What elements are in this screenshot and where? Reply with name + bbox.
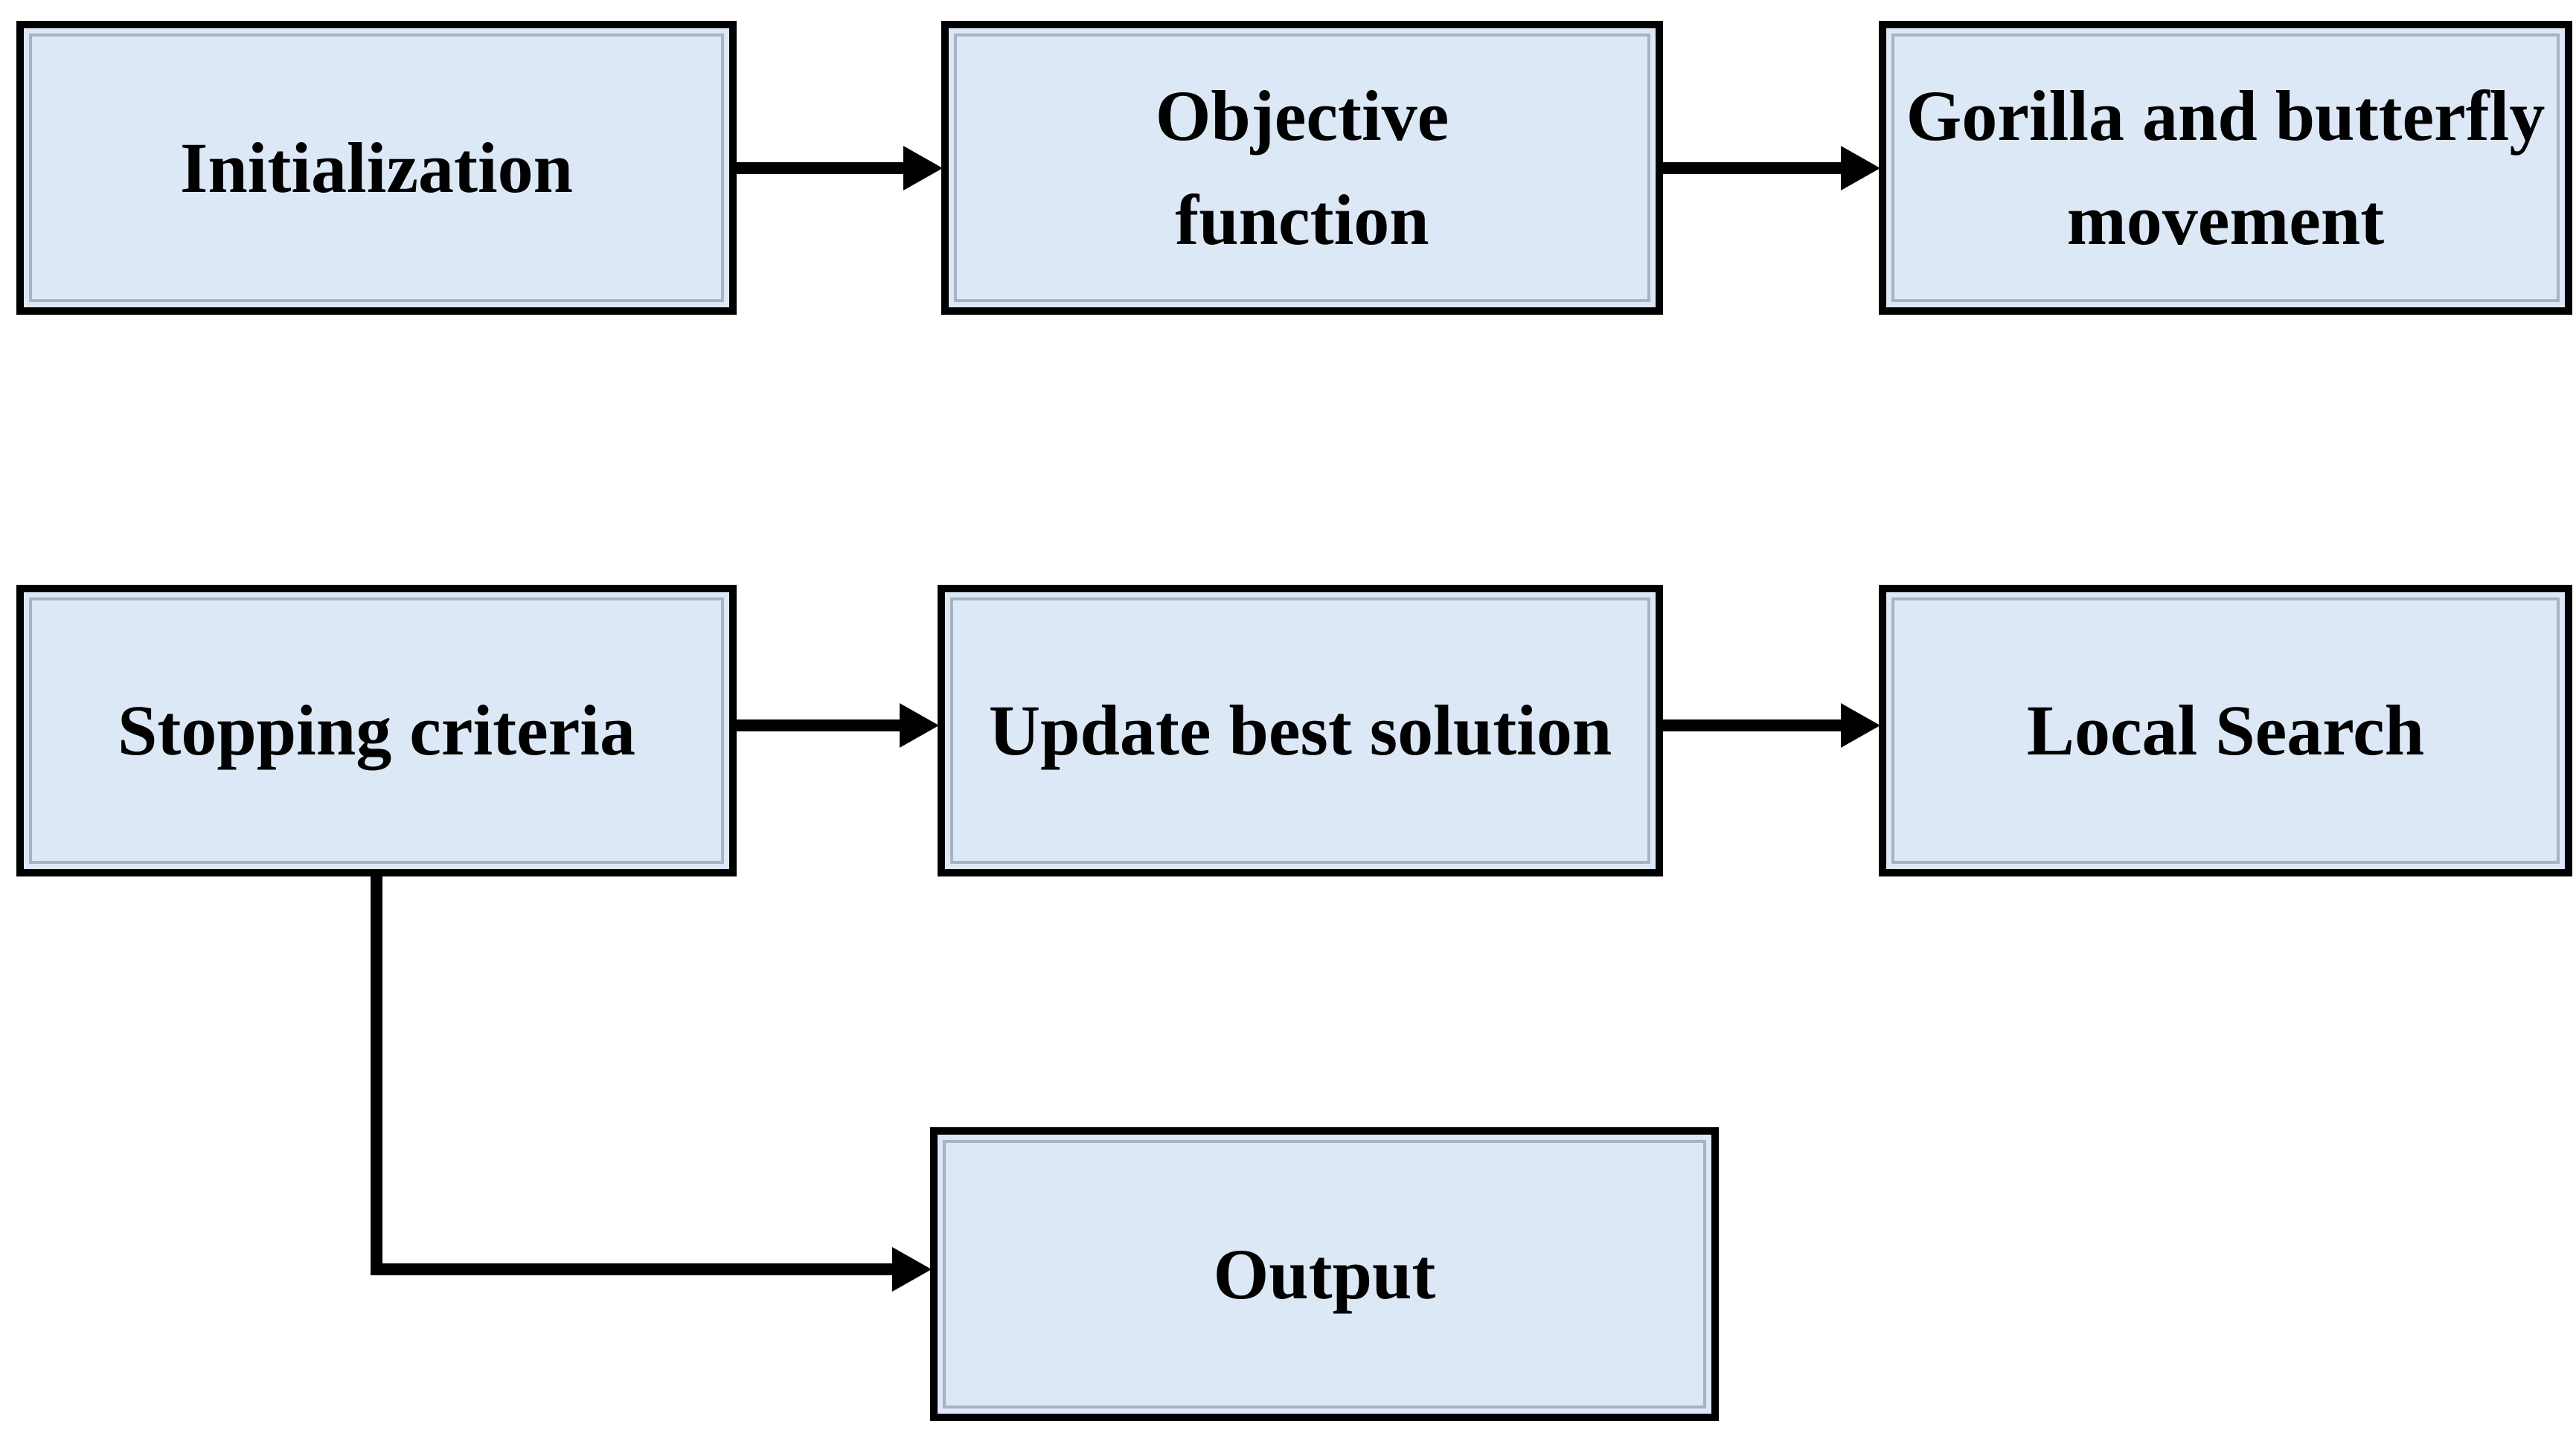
node-local-search: Local Search [1879,585,2572,876]
arrow-objective-function-to-gorilla-butterfly-movement [1663,146,1880,190]
node-objective-function: Objective function [941,21,1663,315]
node-update-best-solution: Update best solution [938,585,1663,876]
node-gorilla-butterfly-movement: Gorilla and butterfly movement [1879,21,2572,315]
node-initialization: Initialization [16,21,737,315]
node-label: Initialization [179,127,574,208]
node-label: Objective [1155,76,1449,156]
arrow-stopping-criteria-to-update-best-solution [737,703,939,748]
node-label: Stopping criteria [118,690,635,771]
node-label: Update best solution [988,690,1612,771]
node-label: Output [1213,1234,1436,1314]
node-output: Output [930,1127,1719,1421]
node-label: Gorilla and butterfly [1906,76,2545,156]
arrow-update-best-solution-to-local-search [1663,703,1880,748]
node-label: function [1175,179,1429,260]
arrow-stopping-criteria-to-output [371,876,932,1292]
arrow-initialization-to-objective-function [737,146,943,190]
node-label: movement [2066,179,2385,260]
node-stopping-criteria: Stopping criteria [16,585,737,876]
node-label: Local Search [2026,690,2425,771]
